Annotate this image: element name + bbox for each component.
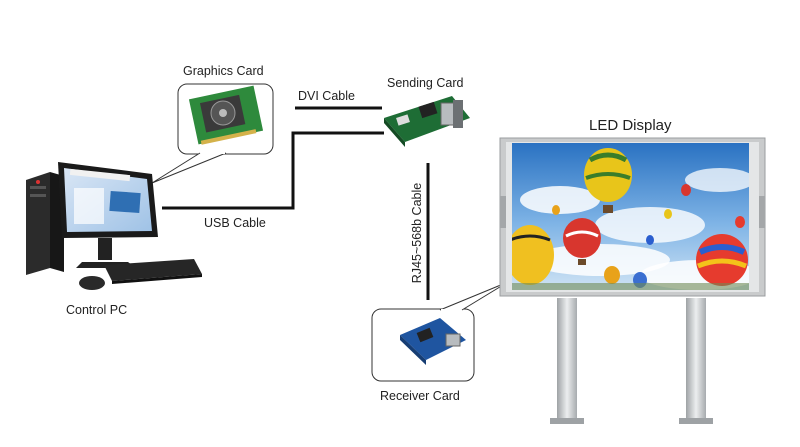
sending-card-label: Sending Card [387, 76, 464, 90]
sending-card-image [384, 96, 470, 147]
balloon-yellow-top [584, 148, 632, 213]
pc-mouse [79, 276, 105, 290]
usb-cable-line [162, 131, 384, 210]
receiver-card-label: Receiver Card [380, 389, 460, 403]
balloon-yellow-left [512, 225, 554, 285]
graphics-card-image [188, 85, 264, 145]
control-pc-label: Control PC [66, 303, 128, 317]
pc-keyboard [104, 259, 202, 284]
receiver-card-image [400, 318, 466, 365]
balloon-multicolor [696, 234, 748, 286]
usb-cable-label: USB Cable [204, 216, 266, 230]
pc-tower [26, 172, 64, 275]
dvi-cable-label: DVI Cable [298, 89, 355, 103]
led-display-poles [550, 298, 713, 424]
led-display-label: LED Display [589, 117, 672, 134]
graphics-card-label: Graphics Card [183, 64, 264, 78]
rj45-cable-label: RJ45~568b Cable [410, 182, 424, 284]
led-display-screen [512, 143, 749, 290]
balloon-red [563, 218, 601, 265]
pc-monitor [58, 162, 158, 268]
